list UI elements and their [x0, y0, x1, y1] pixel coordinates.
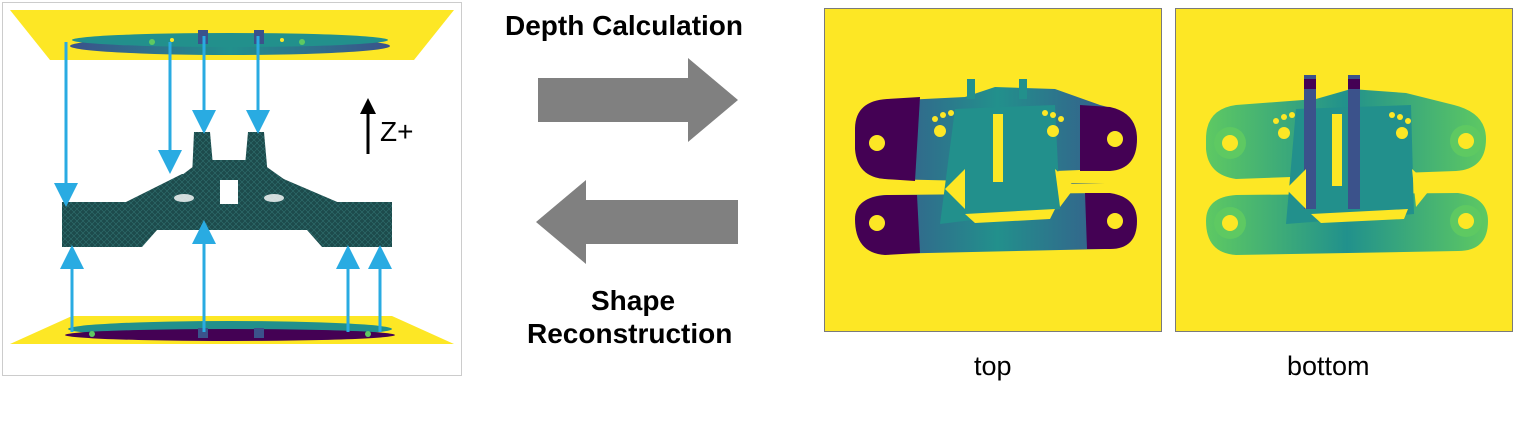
up-arrow-icon: [360, 98, 376, 154]
shape-reconstruction-label-line1: Shape: [591, 285, 676, 316]
depth-calculation-label: Depth Calculation: [505, 10, 744, 41]
top-depth-map: [824, 8, 1162, 332]
axis-label: Z+: [380, 116, 414, 147]
bottom-depth-map: [1175, 8, 1513, 332]
caption-top: top: [974, 351, 1012, 381]
mesh-projection-panel: [2, 2, 462, 376]
shape-reconstruction-label-line2: Reconstruction: [527, 318, 733, 349]
bottom-projection-plane: [10, 316, 454, 344]
top-projection-plane: [10, 10, 454, 60]
caption-bottom: bottom: [1287, 351, 1370, 381]
right-arrow-icon: [538, 58, 738, 142]
mesh-part: [62, 132, 392, 247]
left-arrow-icon: [536, 180, 738, 264]
projection-rays: [54, 36, 392, 332]
